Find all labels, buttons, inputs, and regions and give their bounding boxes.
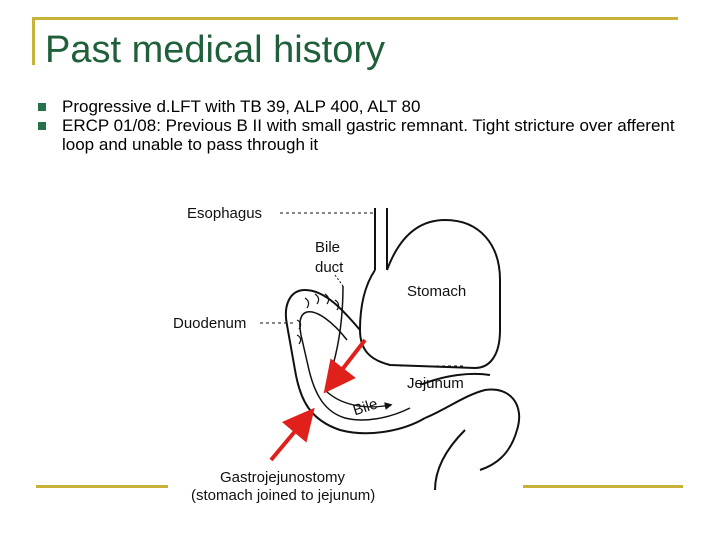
jejunum-shape <box>419 372 521 471</box>
label-caption-line2: (stomach joined to jejunum) <box>191 487 375 504</box>
label-bile-duct-line2: duct <box>315 259 344 276</box>
bile-duct-shape <box>332 285 344 366</box>
slide-title: Past medical history <box>45 29 386 71</box>
bullet-text: Progressive d.LFT with TB 39, ALP 400, A… <box>62 97 421 116</box>
bullet-list: Progressive d.LFT with TB 39, ALP 400, A… <box>36 97 686 154</box>
bullet-item: ERCP 01/08: Previous B II with small gas… <box>36 116 686 154</box>
frame-top-line <box>32 17 678 20</box>
frame-bottom-right-line <box>523 485 683 488</box>
label-duodenum: Duodenum <box>173 315 246 332</box>
bullet-square-icon <box>38 122 46 130</box>
label-stomach: Stomach <box>407 283 466 300</box>
duodenum-inner <box>299 311 411 421</box>
bile-duct-pointer <box>334 274 344 287</box>
esophagus-shape <box>374 208 388 270</box>
label-bile-duct-line1: Bile <box>315 239 340 256</box>
bullet-text: ERCP 01/08: Previous B II with small gas… <box>62 116 675 154</box>
duodenum-folds <box>296 293 340 345</box>
frame-left-line <box>32 17 35 65</box>
label-caption-line1: Gastrojejunostomy <box>220 469 346 486</box>
duodenum-shape <box>285 288 426 435</box>
red-arrow-lower <box>269 407 315 462</box>
bullet-square-icon <box>38 103 46 111</box>
jejunum-tail <box>434 429 466 491</box>
bullet-item: Progressive d.LFT with TB 39, ALP 400, A… <box>36 97 686 116</box>
label-bile: Bile <box>351 395 380 419</box>
label-jejunum: Jejunum <box>407 375 464 392</box>
frame-bottom-left-line <box>36 485 168 488</box>
bile-flow-arrow <box>324 389 393 410</box>
red-arrow-upper <box>323 338 367 394</box>
gastrojejunostomy-diagram: Esophagus Bile duct Stomach Duodenum Jej… <box>173 205 521 504</box>
label-esophagus: Esophagus <box>187 205 262 222</box>
